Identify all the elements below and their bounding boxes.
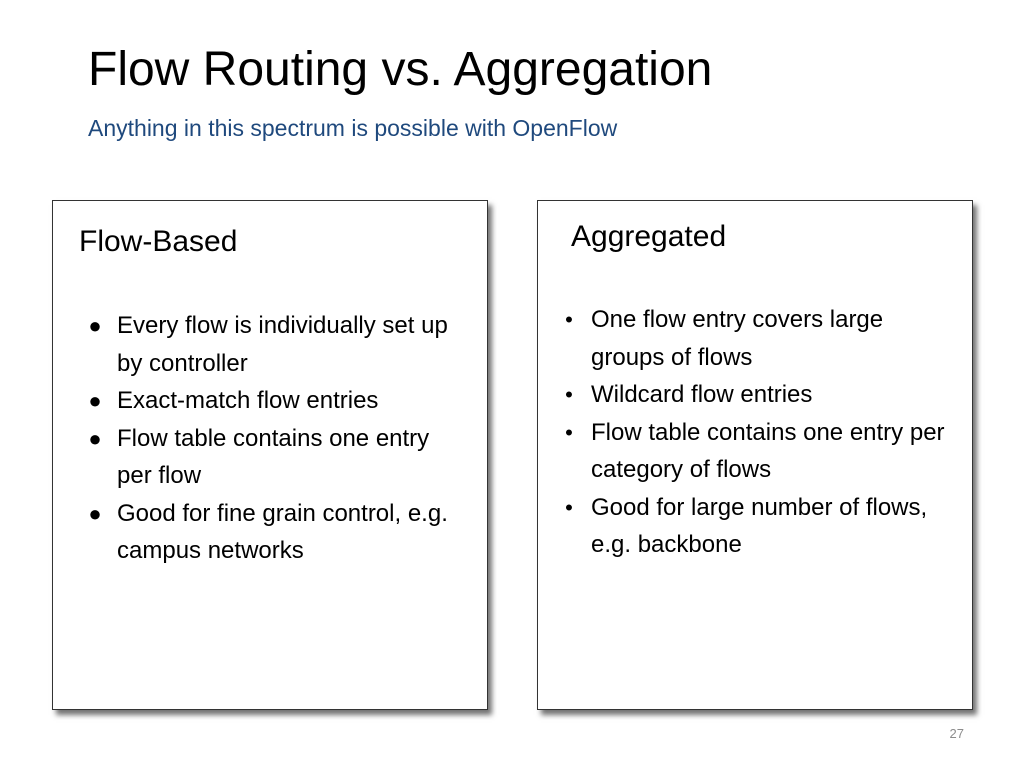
bullet-dot-icon: • — [565, 382, 573, 407]
bullet-dot-icon: ● — [88, 313, 102, 338]
bullet-text: Flow table contains one entry per flow — [117, 424, 430, 490]
bullet-text: Good for large number of flows, e.g. bac… — [591, 493, 928, 559]
bullet-dot-icon: • — [565, 307, 573, 332]
bullet-text: One flow entry covers large groups of fl… — [591, 306, 884, 371]
bullet-dot-icon: • — [565, 494, 573, 520]
bullet-dot-icon: ● — [88, 388, 102, 413]
bullet-dot-icon: ● — [88, 425, 102, 451]
bullet-item: • Good for large number of flows, e.g. b… — [553, 489, 963, 564]
bullet-text: Flow table contains one entry per catego… — [591, 418, 945, 484]
bullet-dot-icon: • — [565, 419, 573, 445]
bullet-text: Wildcard flow entries — [591, 381, 813, 408]
bullet-dot-icon: ● — [88, 500, 102, 526]
bullet-text: Exact-match flow entries — [117, 387, 379, 414]
bullet-item: ● Exact-match flow entries — [79, 382, 469, 420]
slide-title: Flow Routing vs. Aggregation — [88, 43, 713, 96]
bullet-item: • Flow table contains one entry per cate… — [553, 414, 963, 489]
bullet-text: Every flow is individually set up by con… — [117, 312, 448, 377]
bullet-text: Good for fine grain control, e.g. campus… — [117, 499, 448, 565]
slide-subtitle: Anything in this spectrum is possible wi… — [88, 115, 618, 141]
aggregated-panel: Aggregated • One flow entry covers large… — [537, 200, 973, 710]
bullet-item: • One flow entry covers large groups of … — [553, 301, 963, 376]
aggregated-bullet-list: • One flow entry covers large groups of … — [553, 301, 963, 564]
flow-based-panel: Flow-Based ● Every flow is individually … — [52, 200, 488, 710]
flow-based-heading: Flow-Based — [79, 225, 238, 258]
aggregated-heading: Aggregated — [571, 220, 727, 253]
bullet-item: ● Flow table contains one entry per flow — [79, 420, 469, 495]
flow-based-bullet-list: ● Every flow is individually set up by c… — [79, 307, 469, 570]
page-number: 27 — [949, 726, 964, 741]
bullet-item: ● Every flow is individually set up by c… — [79, 307, 469, 382]
bullet-item: ● Good for fine grain control, e.g. camp… — [79, 495, 469, 570]
bullet-item: • Wildcard flow entries — [553, 376, 963, 414]
